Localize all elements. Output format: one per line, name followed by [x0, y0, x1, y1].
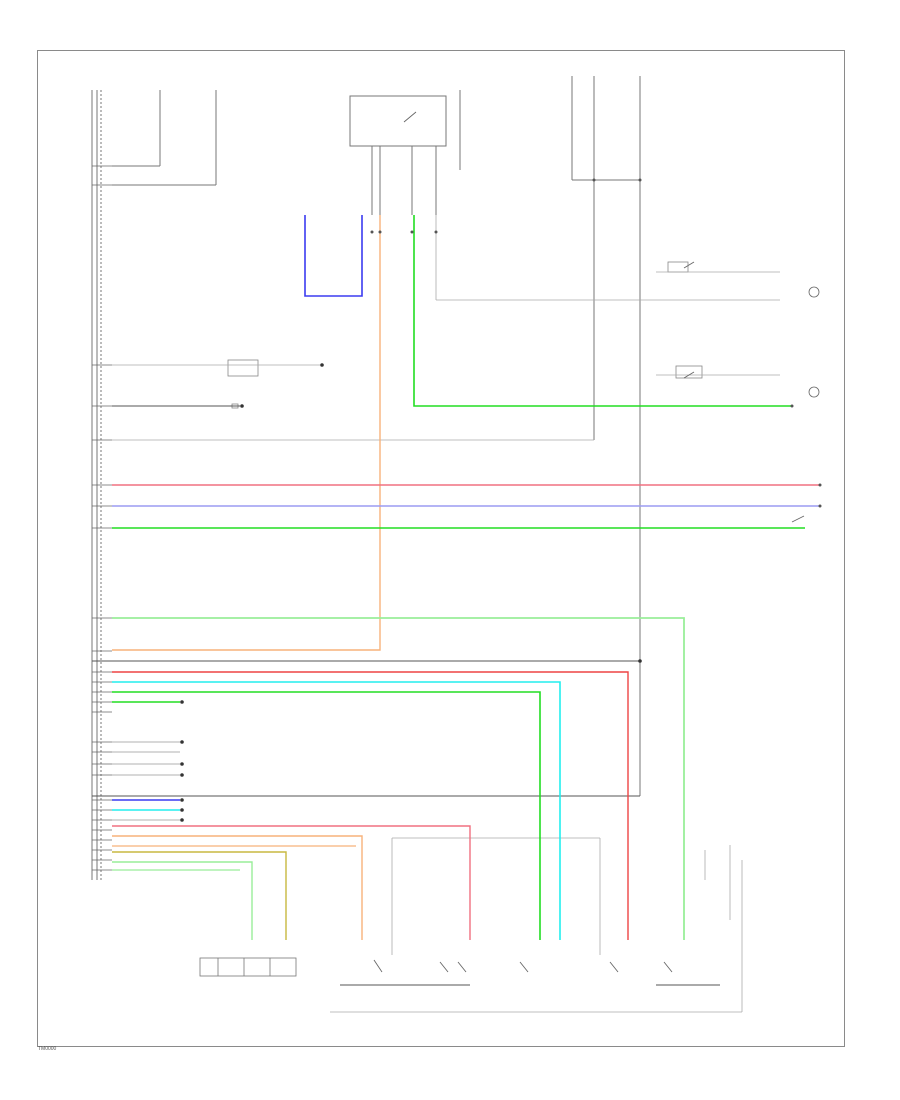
ground-a-icon	[808, 286, 820, 298]
wire-pink-low	[112, 825, 471, 940]
bottom-component-box	[199, 957, 297, 977]
wire-olive	[112, 851, 287, 940]
blue-wire	[304, 215, 363, 297]
wire-orange-low	[112, 835, 363, 940]
wire-orange	[112, 215, 381, 651]
lower-colored-wires	[112, 671, 629, 940]
switch-symbols	[373, 111, 805, 973]
wire-lightgreen-low	[112, 861, 253, 940]
wire-green-low	[112, 691, 541, 940]
module-pins	[92, 165, 112, 871]
short-leads	[112, 741, 180, 821]
footer-code: TM0000	[38, 1046, 57, 1052]
ground-b-icon	[808, 386, 820, 398]
diagram-frame	[37, 50, 845, 1047]
orange-wire	[112, 215, 381, 651]
wire-blue	[304, 215, 363, 297]
arrow-terminators	[180, 363, 642, 822]
connector-boxes	[227, 261, 703, 409]
gray-wires	[112, 215, 780, 1013]
wire-red	[112, 671, 629, 940]
wire-cyan	[112, 681, 561, 940]
top-fuse-feeds	[112, 76, 641, 796]
black-bus-lines	[92, 405, 720, 986]
connector-dots	[370, 178, 822, 508]
green-wire-upper	[413, 215, 792, 407]
wire-lightgreen-long	[112, 617, 685, 940]
wire-green	[413, 215, 792, 407]
module-to-right-wires	[112, 484, 820, 940]
